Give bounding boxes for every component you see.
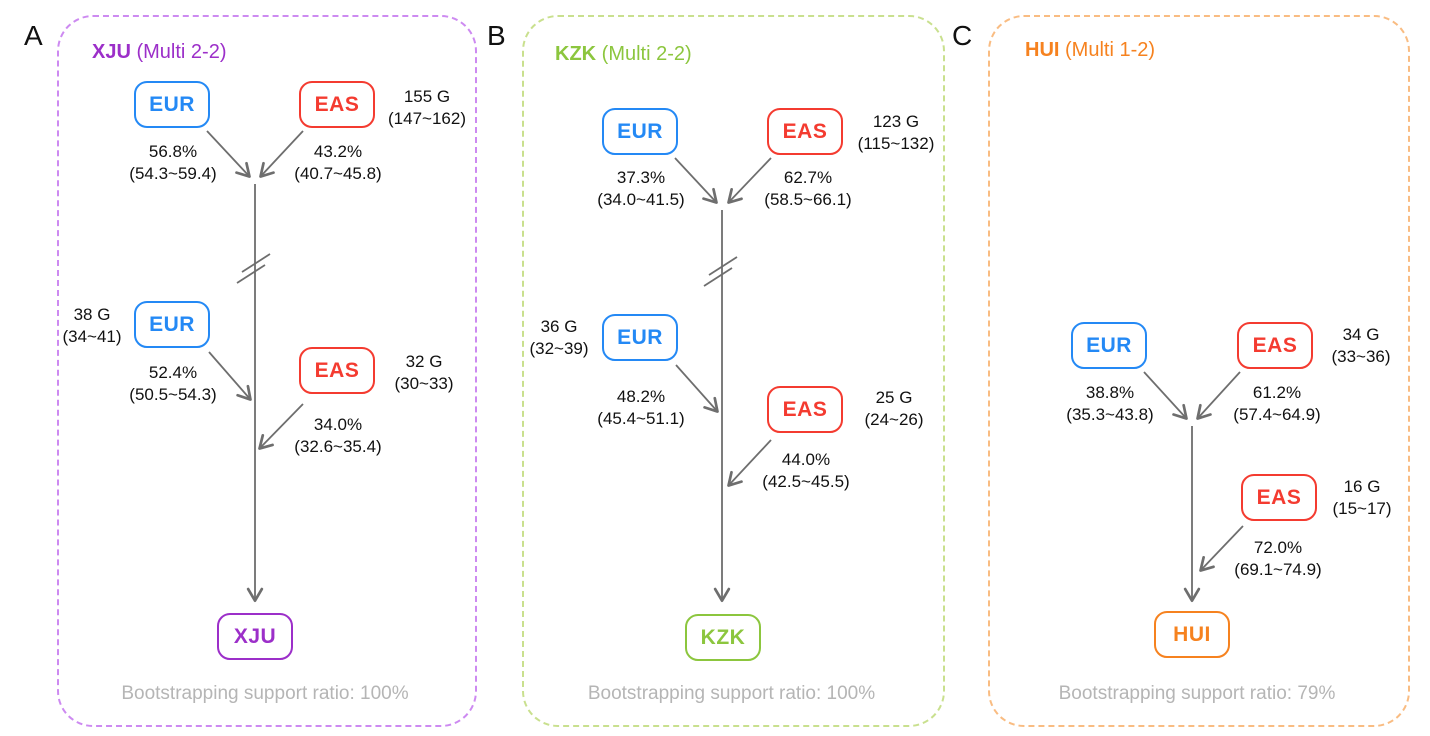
source-node-eas-wave2-c: EAS	[1241, 474, 1317, 521]
panel-a-xju	[57, 15, 477, 727]
generation-value: 34 G	[1342, 325, 1380, 344]
proportion-label-wave2-eur-a: 52.4% (50.5~54.3)	[98, 362, 248, 406]
panel-b-kzk	[522, 15, 945, 727]
generation-value: 38 G	[73, 305, 111, 324]
panel-letter-a: A	[24, 20, 43, 51]
panel-title-xju: XJU (Multi 2-2)	[92, 40, 226, 64]
source-node-eur-wave1-b: EUR	[602, 108, 678, 155]
target-node-kzk: KZK	[685, 614, 761, 661]
proportion-ci: (45.4~51.1)	[597, 409, 685, 428]
proportion-label-wave2-eas-c: 72.0% (69.1~74.9)	[1203, 537, 1353, 581]
proportion-ci: (40.7~45.8)	[294, 164, 382, 183]
proportion-ci: (69.1~74.9)	[1234, 560, 1322, 579]
proportion-ci: (50.5~54.3)	[129, 385, 217, 404]
proportion-label-wave2-eas-b: 44.0% (42.5~45.5)	[731, 449, 881, 493]
source-node-eur-wave2-b: EUR	[602, 314, 678, 361]
generation-ci: (24~26)	[864, 410, 924, 429]
model-label: (Multi 1-2)	[1065, 39, 1156, 61]
generation-ci: (30~33)	[394, 374, 454, 393]
proportion-value: 43.2%	[313, 142, 363, 161]
bootstrap-support-label-a: Bootstrapping support ratio: 100%	[121, 683, 409, 704]
proportion-ci: (58.5~66.1)	[764, 190, 852, 209]
proportion-ci: (57.4~64.9)	[1233, 405, 1321, 424]
generation-value: 32 G	[405, 352, 443, 371]
proportion-label-wave2-eur-b: 48.2% (45.4~51.1)	[566, 386, 716, 430]
bootstrap-support-label-c: Bootstrapping support ratio: 79%	[1058, 683, 1336, 704]
generation-label-wave2-eur-a: 38 G (34~41)	[17, 304, 167, 348]
proportion-label-wave1-eas-a: 43.2% (40.7~45.8)	[263, 141, 413, 185]
proportion-value: 62.7%	[783, 168, 833, 187]
proportion-value: 61.2%	[1252, 383, 1302, 402]
generation-ci: (32~39)	[529, 339, 589, 358]
proportion-ci: (35.3~43.8)	[1066, 405, 1154, 424]
generation-value: 16 G	[1343, 477, 1381, 496]
proportion-label-wave1-eur-b: 37.3% (34.0~41.5)	[566, 167, 716, 211]
proportion-label-wave2-eas-a: 34.0% (32.6~35.4)	[263, 414, 413, 458]
target-node-xju: XJU	[217, 613, 293, 660]
panel-letter-b: B	[487, 20, 506, 51]
source-node-eur-wave2-a: EUR	[134, 301, 210, 348]
generation-value: 155 G	[403, 87, 451, 106]
generation-ci: (15~17)	[1332, 499, 1392, 518]
generation-label-wave1-a: 155 G (147~162)	[352, 86, 502, 130]
proportion-ci: (32.6~35.4)	[294, 437, 382, 456]
proportion-value: 56.8%	[148, 142, 198, 161]
source-node-eas-wave1-a: EAS	[299, 81, 375, 128]
proportion-value: 72.0%	[1253, 538, 1303, 557]
generation-label-wave2-eas-a: 32 G (30~33)	[349, 351, 499, 395]
generation-ci: (115~132)	[857, 134, 935, 153]
generation-ci: (33~36)	[1331, 347, 1391, 366]
model-label: (Multi 2-2)	[136, 41, 227, 63]
proportion-label-wave1-eur-a: 56.8% (54.3~59.4)	[98, 141, 248, 185]
target-node-hui: HUI	[1154, 611, 1230, 658]
proportion-value: 44.0%	[781, 450, 831, 469]
generation-ci: (34~41)	[62, 327, 122, 346]
proportion-value: 38.8%	[1085, 383, 1135, 402]
panel-c-hui	[988, 15, 1410, 727]
panel-letter-c: C	[952, 20, 973, 51]
proportion-label-wave1-eas-b: 62.7% (58.5~66.1)	[733, 167, 883, 211]
generation-label-wave1-b: 123 G (115~132)	[821, 111, 971, 155]
source-node-eas-wave1-b: EAS	[767, 108, 843, 155]
panel-title-kzk: KZK (Multi 2-2)	[555, 42, 692, 66]
proportion-ci: (42.5~45.5)	[762, 472, 850, 491]
panel-title-hui: HUI (Multi 1-2)	[1025, 38, 1155, 62]
population-name: KZK	[555, 43, 597, 65]
source-node-eas-wave1-c: EAS	[1237, 322, 1313, 369]
generation-value: 36 G	[540, 317, 578, 336]
generation-value: 25 G	[875, 388, 913, 407]
proportion-label-wave1-eas-c: 61.2% (57.4~64.9)	[1202, 382, 1352, 426]
generation-label-wave2-eas-c: 16 G (15~17)	[1287, 476, 1430, 520]
source-node-eur-wave1-a: EUR	[134, 81, 210, 128]
proportion-label-wave1-eur-c: 38.8% (35.3~43.8)	[1035, 382, 1185, 426]
source-node-eas-wave2-a: EAS	[299, 347, 375, 394]
proportion-ci: (34.0~41.5)	[597, 190, 685, 209]
proportion-value: 48.2%	[616, 387, 666, 406]
proportion-value: 52.4%	[148, 363, 198, 382]
proportion-value: 34.0%	[313, 415, 363, 434]
source-node-eas-wave2-b: EAS	[767, 386, 843, 433]
proportion-ci: (54.3~59.4)	[129, 164, 217, 183]
model-label: (Multi 2-2)	[601, 43, 692, 65]
population-name: XJU	[92, 41, 131, 63]
generation-label-wave2-eur-b: 36 G (32~39)	[484, 316, 634, 360]
generation-ci: (147~162)	[388, 109, 466, 128]
generation-label-wave1-c: 34 G (33~36)	[1286, 324, 1430, 368]
generation-value: 123 G	[872, 112, 920, 131]
source-node-eur-wave1-c: EUR	[1071, 322, 1147, 369]
bootstrap-support-label-b: Bootstrapping support ratio: 100%	[587, 683, 876, 704]
generation-label-wave2-eas-b: 25 G (24~26)	[819, 387, 969, 431]
population-name: HUI	[1025, 39, 1060, 61]
proportion-value: 37.3%	[616, 168, 666, 187]
